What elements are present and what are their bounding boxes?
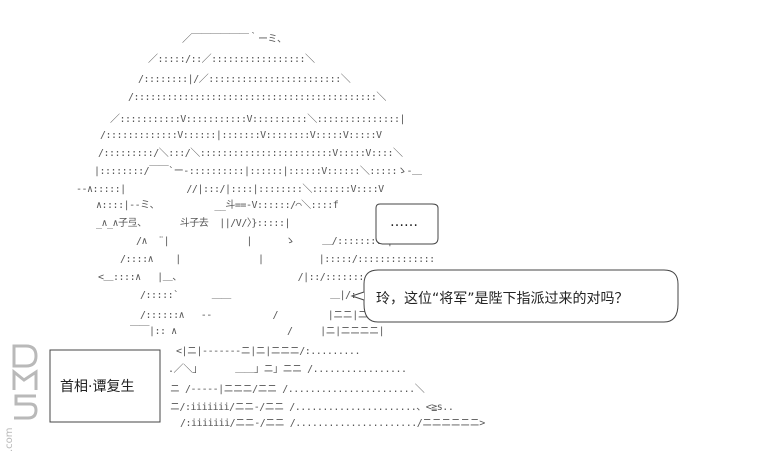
dm5-watermark-logo: .com bbox=[4, 344, 38, 452]
ascii-art-line: /:iiiiiii/ニニ-/ニニ /......................… bbox=[180, 418, 485, 429]
ascii-art-line: /::::::::|/／::::::::::::::::::::::::＼ bbox=[138, 74, 351, 85]
ascii-art-line: <|ニ|-------ニ|ニ|ニニニ/:......... bbox=[176, 346, 360, 357]
caption-box-frame bbox=[49, 349, 161, 423]
ascii-art-line: |::::::::/￣￣`ー-::::::::::|::::::|::::::V… bbox=[94, 166, 422, 177]
ascii-art-line: ／:::::/::／:::::::::::::::::＼ bbox=[148, 54, 315, 65]
ascii-art-line: /:::::::::::::::::::::::::::::::::::::::… bbox=[128, 92, 386, 103]
ascii-art-line: ニ/:iiiiiii/ニニ-/ニニ /.....................… bbox=[170, 402, 454, 413]
speech-bubble-small-frame bbox=[375, 203, 439, 245]
ascii-art-line: ／:::::::::::V:::::::::::V::::::::::＼::::… bbox=[110, 114, 406, 125]
ascii-art-line: /∧ ¨| | ゝ ＿/:::::::::| bbox=[136, 236, 393, 247]
ascii-art-line: .／＼」 ＿＿」ニ」ニニ /................. bbox=[168, 364, 407, 375]
speech-bubble-small-text: …… bbox=[390, 214, 418, 230]
ascii-art-line: ／￣￣￣￣￣￣｀ーミ、 bbox=[182, 34, 287, 45]
ascii-art-line: --∧:::::| //|:::/|::::|::::::::＼:::::::V… bbox=[76, 184, 384, 195]
ascii-art-line: /:::::::::::::V::::::|:::::::V::::::::V:… bbox=[100, 130, 382, 141]
speech-bubble-large-text: 玲，这位“将军”是陛下指派过来的对吗？ bbox=[376, 291, 629, 307]
ascii-art-line: ニ /-----|ニニニ/ニニ /.......................… bbox=[170, 384, 425, 395]
ascii-art-line: <＿::::∧ |＿、 /|::/:::::::::::::: bbox=[98, 272, 403, 283]
svg-text:.com: .com bbox=[4, 427, 15, 452]
speech-bubble-tail bbox=[350, 291, 365, 301]
ascii-art-line: _∧_∧子弖、 斗子去 ||/V/〉}:::::| bbox=[96, 218, 291, 229]
ascii-art-line: /:::::::::/＼:::/＼:::::::::::::::::::::::… bbox=[98, 148, 403, 159]
ascii-art-line: ￣￣|:: ∧ / |ニ|ニニニニ| bbox=[130, 326, 385, 337]
ascii-art-line: /::::∧ | | |:::::/:::::::::::::: bbox=[120, 254, 435, 265]
ascii-art-line: ∧::::|--ミ、 __斗==-V::::::/⌒＼::::f bbox=[96, 200, 339, 211]
speech-bubble-large-frame bbox=[363, 269, 679, 323]
caption-label: 首相·谭复生 bbox=[60, 379, 135, 395]
